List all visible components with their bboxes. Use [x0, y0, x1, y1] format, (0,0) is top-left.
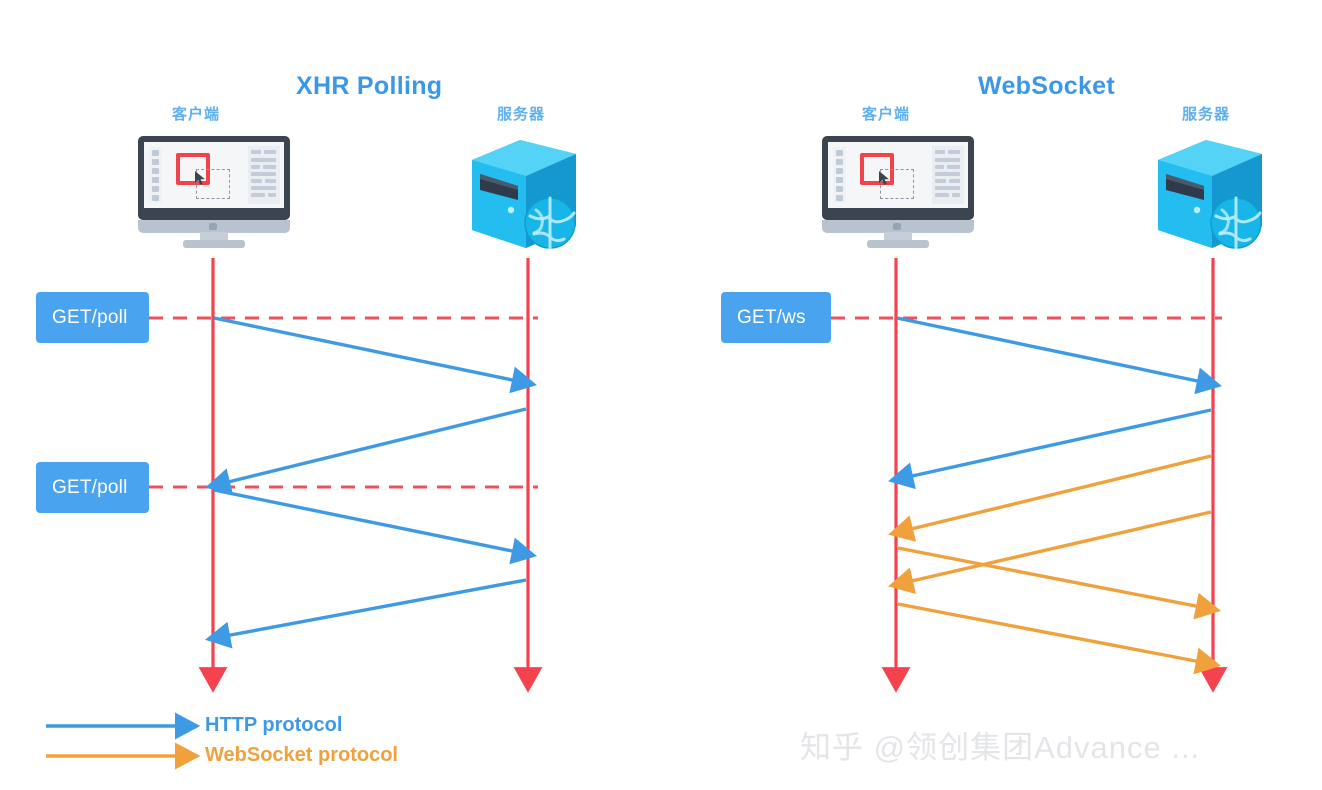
screen-right-panel: [248, 146, 280, 204]
xhr-response-arrow-1: [205, 407, 527, 495]
server-tower-icon: [1158, 140, 1262, 250]
screen-right-panel: [932, 146, 964, 204]
panel-title-websocket: WebSocket: [978, 72, 1116, 100]
legend-label-http: HTTP protocol: [205, 714, 343, 736]
websocket-server-label: 服务器: [1182, 106, 1231, 123]
ws-frame-server-to-client-2: [888, 510, 1212, 594]
xhr-message-box-1[interactable]: GET/poll: [36, 292, 149, 343]
xhr-request-arrow-1: [213, 316, 537, 394]
xhr-server-label: 服务器: [497, 106, 546, 123]
xhr-lifelines: [198, 258, 543, 693]
xhr-client-label: 客户端: [172, 106, 221, 123]
screen-dashed-box: [880, 169, 914, 199]
screen-toolbar: [833, 147, 846, 203]
mouse-cursor-icon: [879, 171, 889, 185]
monitor-screen: [828, 142, 968, 208]
monitor-logo: [209, 223, 217, 230]
watermark: 知乎 @领创集团Advance ...: [800, 730, 1201, 765]
monitor-base: [867, 240, 929, 248]
ws-handshake-response-arrow: [888, 408, 1212, 490]
screen-dashed-box: [196, 169, 230, 199]
monitor-neck: [884, 232, 912, 242]
desktop-monitor-icon: [822, 136, 974, 248]
monitor-base: [183, 240, 245, 248]
xhr-message-box-2[interactable]: GET/poll: [36, 462, 149, 513]
monitor-neck: [200, 232, 228, 242]
ws-frame-server-to-client-1: [888, 454, 1212, 542]
websocket-message-box-1[interactable]: GET/ws: [721, 292, 831, 343]
panel-title-xhr: XHR Polling: [296, 72, 443, 100]
monitor-screen: [144, 142, 284, 208]
ws-frame-client-to-server-2: [897, 602, 1222, 675]
legend-label-websocket: WebSocket protocol: [205, 744, 398, 766]
screen-toolbar: [149, 147, 162, 203]
server-tower-icon: [472, 140, 576, 250]
ws-handshake-request-arrow: [896, 316, 1222, 395]
xhr-request-arrow-2: [213, 488, 537, 565]
xhr-response-arrow-2: [204, 578, 527, 649]
monitor-logo: [893, 223, 901, 230]
websocket-client-label: 客户端: [862, 106, 911, 123]
ws-frame-client-to-server-1: [897, 546, 1222, 620]
monitor-bezel: [138, 136, 290, 220]
desktop-monitor-icon: [138, 136, 290, 248]
mouse-cursor-icon: [195, 171, 205, 185]
monitor-bezel: [822, 136, 974, 220]
